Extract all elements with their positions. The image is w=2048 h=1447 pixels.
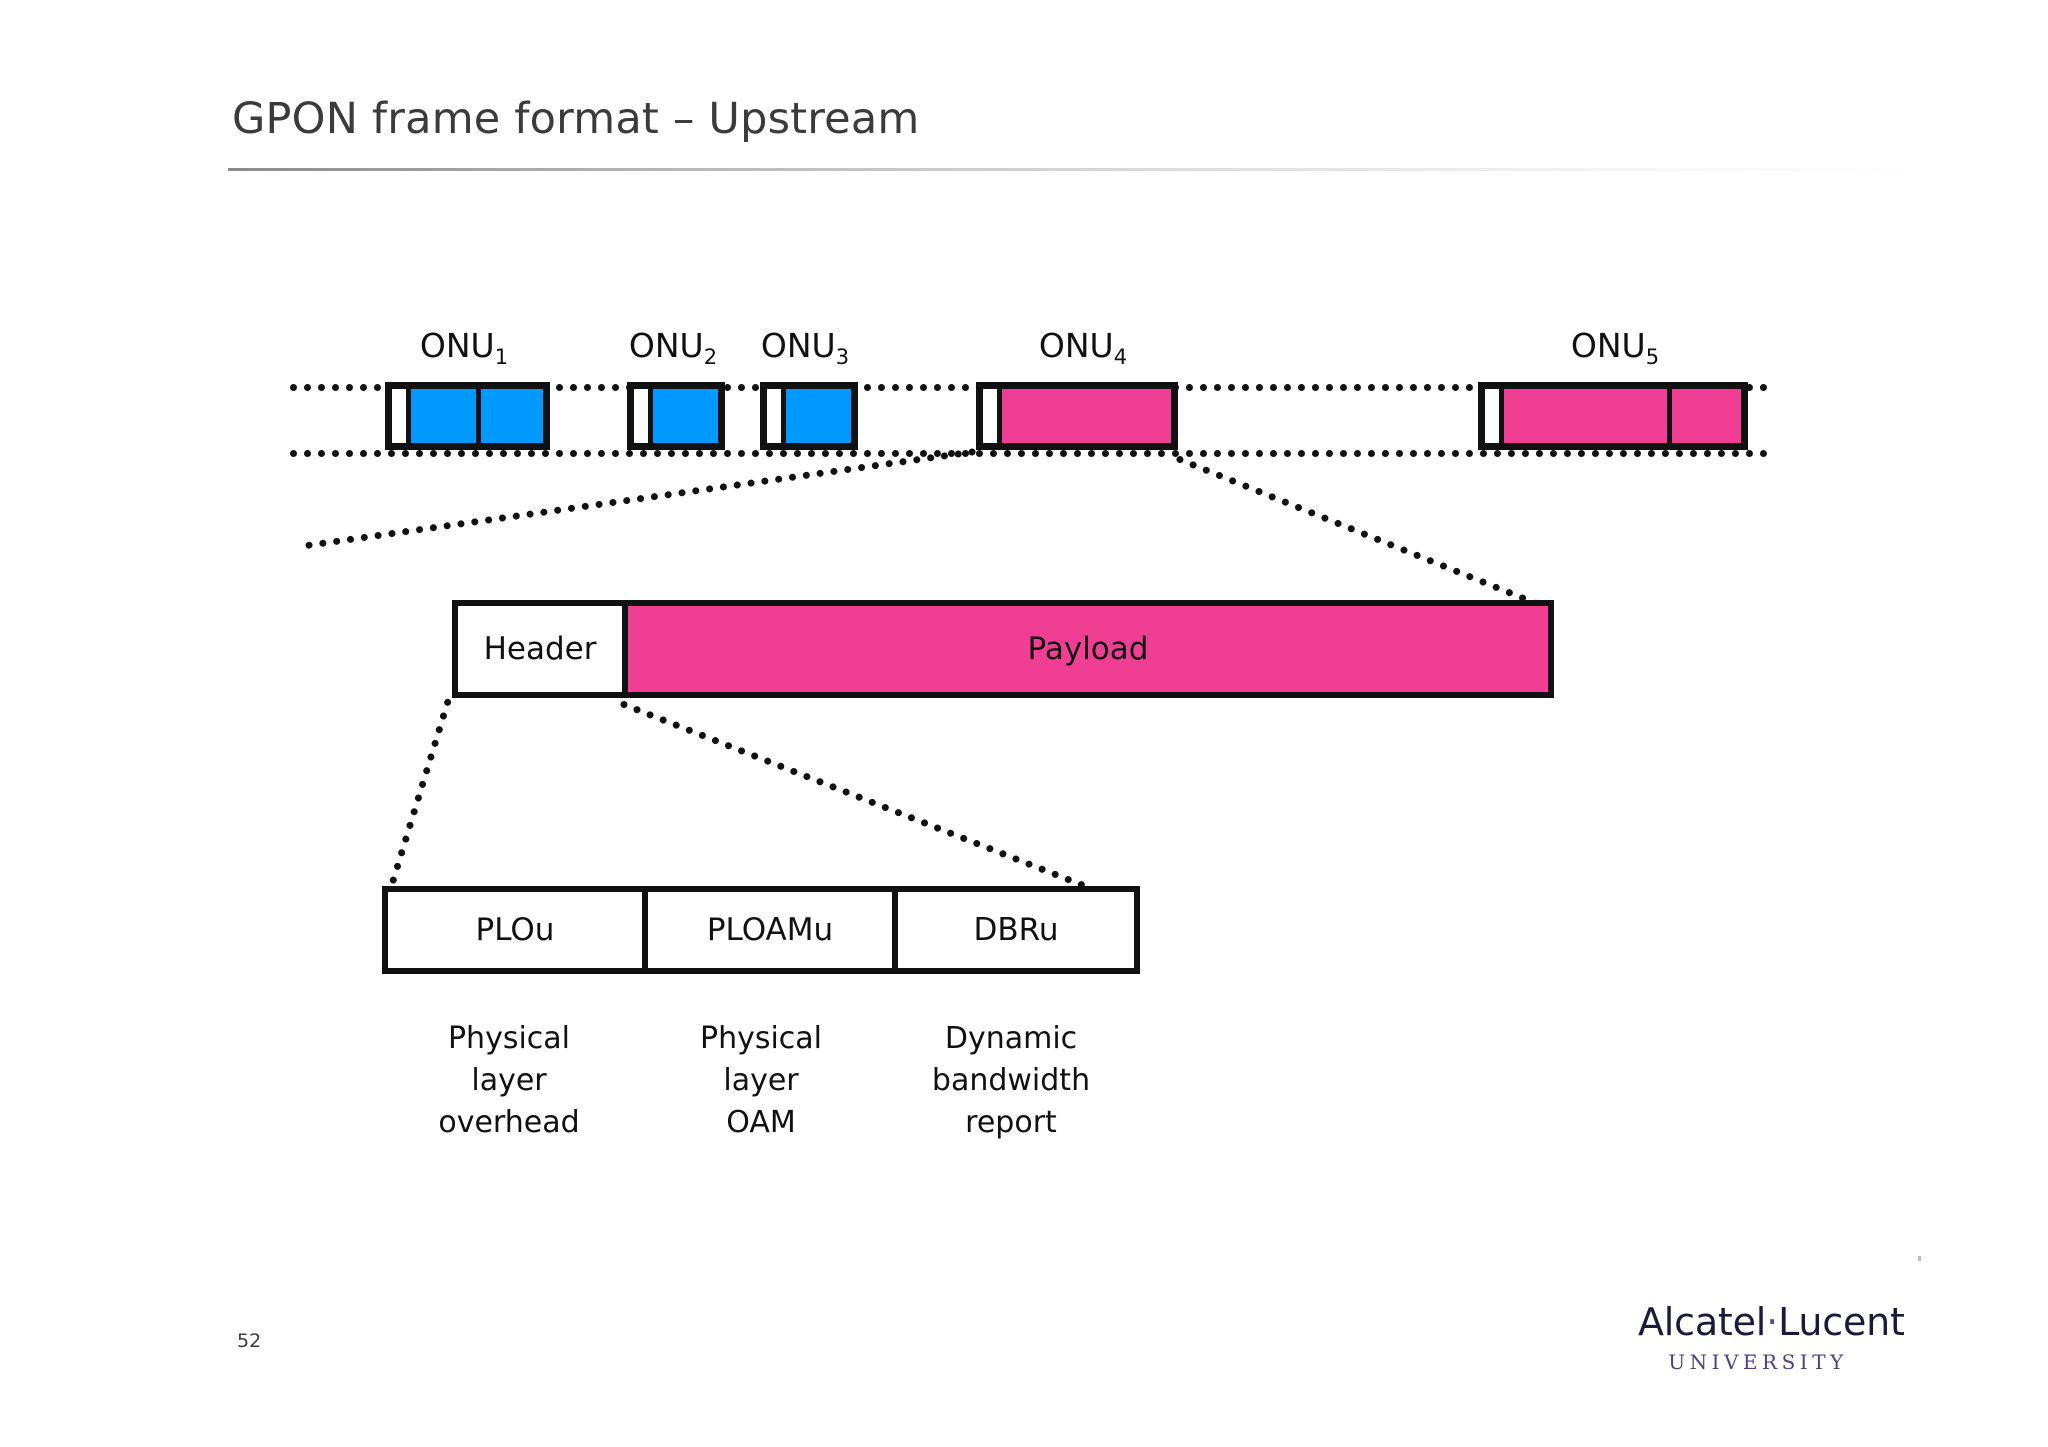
caption-dbru: Dynamic bandwidth report — [931, 1021, 1091, 1140]
onu-label-1-subscript: 1 — [494, 345, 509, 369]
onu-burst-5-payload-a — [1499, 389, 1667, 443]
connector-header-right — [619, 700, 1113, 900]
onu-label-3: ONU3 — [760, 326, 849, 369]
onu-burst-5-payload-b — [1667, 389, 1741, 443]
connector-onu4-right — [1175, 455, 1541, 608]
onu-burst-4-payload — [997, 389, 1171, 443]
onu-burst-2-header — [634, 389, 648, 443]
header-detail-bar[interactable]: PLOu PLOAMu DBRu — [382, 886, 1140, 974]
onu-burst-1[interactable] — [385, 382, 550, 450]
onu-label-1-text: ONU — [419, 326, 495, 365]
onu-burst-4[interactable] — [976, 382, 1178, 450]
onu-burst-1-payload-a — [406, 389, 476, 443]
onu-label-2-text: ONU — [628, 326, 704, 365]
onu-burst-5-header — [1485, 389, 1499, 443]
decorative-speck — [1918, 1256, 1921, 1261]
onu-burst-3[interactable] — [760, 382, 858, 450]
header-field-dbru: DBRu — [892, 892, 1134, 968]
frame-bar-payload-cell: Payload — [628, 606, 1548, 692]
header-field-plou: PLOu — [475, 912, 555, 948]
caption-plou: Physical layer overhead — [438, 1021, 580, 1140]
logo-brand-lucent: Lucent — [1778, 1300, 1905, 1344]
timeline-rail-bottom — [290, 450, 1768, 457]
frame-bar[interactable]: Header Payload — [452, 600, 1554, 698]
title-divider — [228, 168, 1918, 171]
onu-burst-5[interactable] — [1478, 382, 1748, 450]
onu-label-2-subscript: 2 — [703, 345, 718, 369]
onu-label-2: ONU2 — [628, 326, 717, 369]
onu-burst-1-header — [392, 389, 406, 443]
onu-burst-2-payload — [648, 389, 718, 443]
onu-burst-4-header — [983, 389, 997, 443]
onu-burst-3-header — [767, 389, 781, 443]
logo-wordmark: Alcatel·Lucent — [1638, 1300, 1905, 1344]
onu-label-5: ONU5 — [1570, 326, 1659, 369]
onu-burst-1-payload-b — [476, 389, 543, 443]
page-number: 52 — [237, 1330, 262, 1352]
onu-burst-3-payload — [781, 389, 851, 443]
logo-separator-dot: · — [1766, 1300, 1779, 1344]
frame-bar-header-cell: Header — [458, 606, 628, 692]
page-title: GPON frame format – Upstream — [232, 94, 920, 144]
caption-ploamu: Physical layer OAM — [699, 1021, 823, 1140]
connector-onu4-left — [304, 448, 976, 550]
onu-burst-2[interactable] — [627, 382, 725, 450]
onu-label-4: ONU4 — [1038, 326, 1127, 369]
alcatel-lucent-university-logo: Alcatel·Lucent UNIVERSITY — [1638, 1300, 1905, 1374]
header-field-ploamu: PLOAMu — [642, 892, 892, 968]
logo-brand-alcatel: Alcatel — [1638, 1300, 1767, 1344]
onu-label-5-text: ONU — [1570, 326, 1646, 365]
connector-header-left — [388, 697, 452, 885]
onu-label-4-subscript: 4 — [1113, 345, 1128, 369]
logo-university-label: UNIVERSITY — [1668, 1350, 1848, 1374]
onu-label-1: ONU1 — [419, 326, 508, 369]
onu-label-5-subscript: 5 — [1645, 345, 1660, 369]
onu-label-3-text: ONU — [760, 326, 836, 365]
onu-label-3-subscript: 3 — [835, 345, 850, 369]
onu-label-4-text: ONU — [1038, 326, 1114, 365]
